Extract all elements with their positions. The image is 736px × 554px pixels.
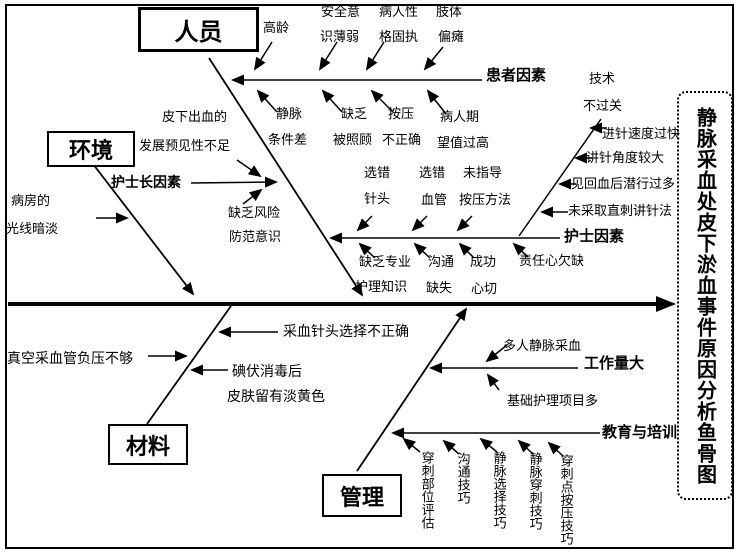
cause-safety-awareness-1: 安全意: [321, 4, 361, 19]
outer-frame: [5, 4, 734, 549]
cause-wrong-needle-1: 选错: [364, 165, 391, 180]
cause-basic-nursing-items: 基础护理项目多: [507, 393, 599, 408]
cause-lack-care-1: 缺乏: [341, 106, 368, 121]
cause-puncture-site-assessment: 穿刺部位评估: [419, 451, 435, 529]
cause-wrong-vessel-2: 血管: [421, 192, 448, 207]
cause-no-press-guidance-1: 未指导: [463, 165, 503, 180]
cause-poor-vein-1: 静脉: [276, 106, 303, 121]
cause-vein-selection-skills: 静脉选择技巧: [491, 451, 507, 529]
diagram-title-box: 静脉采血处皮下淤血事件原因分析鱼骨图: [677, 91, 733, 500]
cause-ward-light-2: 光线暗淡: [6, 221, 59, 236]
cause-tunneling: 见回血后潜行过多: [571, 176, 676, 191]
cause-ward-light-1: 病房的: [11, 193, 51, 208]
cause-communication-skills: 沟通技巧: [455, 452, 471, 504]
cause-technique-1: 技术: [589, 71, 616, 86]
branch-label-patient-factors: 患者因素: [486, 67, 547, 84]
category-box-management: 管理: [322, 474, 402, 517]
branch-label-education-training: 教育与培训: [602, 424, 678, 441]
cause-lack-responsibility: 责任心欠缺: [519, 253, 585, 268]
cause-stubborn-patient-2: 格固执: [379, 29, 419, 44]
cause-foresight-1: 皮下出血的: [162, 109, 228, 124]
cause-no-communication-1: 沟通: [428, 254, 455, 269]
cause-hemiplegia-1: 肢体: [436, 4, 463, 19]
cause-risk-awareness-1: 缺乏风险: [228, 205, 281, 220]
cause-high-expectation-2: 望值过高: [437, 135, 490, 150]
cause-hemiplegia-2: 偏瘫: [438, 29, 465, 44]
cause-risk-awareness-2: 防范意识: [229, 229, 282, 244]
cause-eager-success-2: 心切: [471, 281, 498, 296]
cause-foresight-2: 发展预见性不足: [139, 138, 231, 153]
cause-poor-vein-2: 条件差: [268, 132, 308, 147]
branch-label-workload: 工作量大: [584, 355, 645, 372]
cause-needle-speed: 进针速度过快: [602, 126, 681, 141]
branch-label-head-nurse: 护士长因素: [111, 174, 181, 190]
cause-safety-awareness-2: 识薄弱: [320, 29, 360, 44]
category-box-materials: 材料: [108, 424, 188, 465]
cause-needle-angle: 讲针角度较大: [586, 150, 665, 165]
branch-label-nurse-factors: 护士因素: [564, 228, 625, 245]
diagram-title: 静脉采血处皮下淤血事件原因分析鱼骨图: [693, 106, 716, 485]
cause-wrong-needle-2: 针头: [364, 191, 391, 206]
category-box-personnel: 人员: [138, 7, 259, 52]
cause-lack-care-2: 被照顾: [333, 132, 373, 147]
cause-wrong-press-1: 按压: [388, 106, 415, 121]
cause-press-point-skills: 穿刺点按压技巧: [558, 454, 574, 545]
cause-lack-knowledge-2: 护理知识: [355, 279, 408, 294]
cause-iodine-1: 碘伏消毒后: [232, 363, 302, 379]
cause-lack-knowledge-1: 缺乏专业: [359, 254, 412, 269]
cause-no-press-guidance-2: 按压方法: [459, 192, 512, 207]
cause-multi-person-draw: 多人静脉采血: [503, 338, 582, 353]
category-box-environment: 环境: [47, 131, 135, 167]
cause-no-communication-2: 缺失: [426, 280, 453, 295]
cause-wrong-vessel-1: 选错: [419, 165, 446, 180]
cause-iodine-2: 皮肤留有淡黄色: [227, 388, 325, 404]
cause-high-expectation-1: 病人期: [440, 109, 480, 124]
cause-wrong-press-2: 不正确: [382, 132, 422, 147]
cause-eager-success-1: 成功: [470, 254, 497, 269]
cause-needle-selection: 采血针头选择不正确: [283, 323, 409, 339]
cause-vacuum-tube: 真空采血管负压不够: [7, 350, 133, 366]
cause-technique-2: 不过关: [583, 98, 623, 113]
cause-advanced-age: 高龄: [263, 20, 290, 35]
cause-venipuncture-skills: 静脉穿刺技巧: [527, 452, 543, 530]
cause-no-direct-puncture: 未采取直刺讲针法: [568, 203, 673, 218]
cause-stubborn-patient-1: 病人性: [379, 4, 419, 19]
